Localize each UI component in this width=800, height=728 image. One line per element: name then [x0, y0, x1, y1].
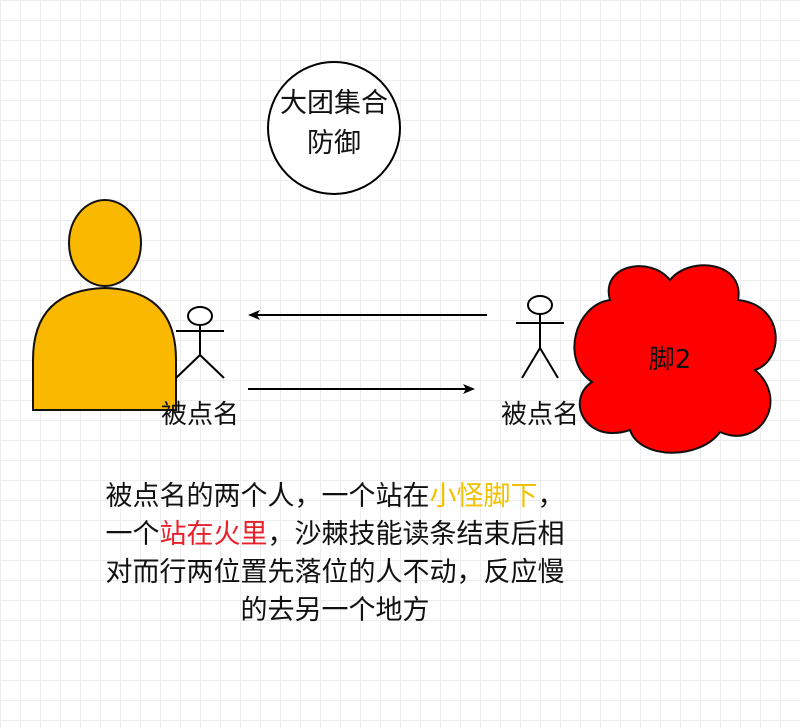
desc-part3: ，沙棘技能读条结束后相对而行两位置先落位的人不动，反应慢的去另一个地方 — [105, 519, 565, 626]
right-stick-figure-icon — [516, 295, 564, 379]
yellow-person-icon — [32, 199, 177, 411]
desc-part1: 被点名的两个人，一个站在 — [105, 481, 430, 512]
circle-label-line1: 大团集合 — [280, 88, 388, 119]
fire-cloud: 脚2 — [573, 264, 777, 454]
cloud-label: 脚2 — [649, 345, 692, 375]
description-text: 被点名的两个人，一个站在小怪脚下，一个站在火里，沙棘技能读条结束后相对而行两位置… — [95, 478, 575, 630]
strategy-circle: 大团集合 防御 — [267, 61, 401, 195]
desc-red-highlight: 站在火里 — [159, 519, 268, 550]
left-stick-figure-icon — [175, 306, 225, 379]
circle-label-line2: 防御 — [307, 128, 361, 159]
desc-part2: ，一个 — [105, 481, 565, 550]
desc-yellow-highlight: 小怪脚下 — [429, 481, 538, 512]
left-actor-label: 被点名 — [161, 400, 239, 430]
right-actor-label: 被点名 — [501, 400, 579, 430]
